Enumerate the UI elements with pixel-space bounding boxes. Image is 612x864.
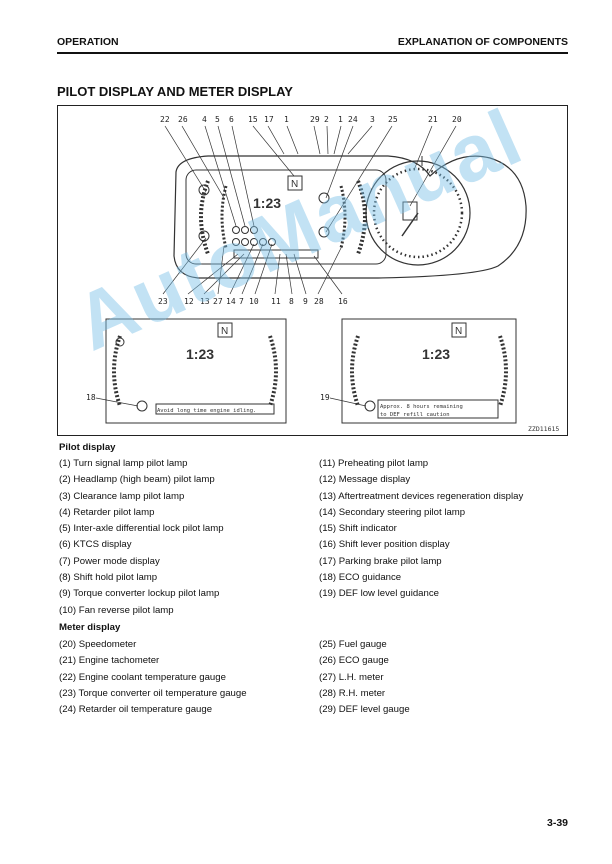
list-item: (10) Fan reverse pilot lamp bbox=[59, 604, 174, 616]
header-left: OPERATION bbox=[57, 36, 119, 48]
callout-28: 28 bbox=[314, 297, 324, 306]
callout-11: 11 bbox=[271, 297, 281, 306]
callout-22: 22 bbox=[160, 115, 170, 124]
header-rule bbox=[57, 52, 568, 54]
list-item: (5) Inter-axle differential lock pilot l… bbox=[59, 523, 224, 535]
list-item: (1) Turn signal lamp pilot lamp bbox=[59, 458, 188, 469]
list-item: (21) Engine tachometer bbox=[59, 655, 160, 667]
callout-21: 21 bbox=[428, 115, 438, 124]
dashboard-illustration: N 1:23 22 26 4 5 6 15 17 1 29 2 1 24 3 2… bbox=[86, 115, 559, 433]
callout-18: 18 bbox=[86, 393, 96, 402]
meter-display-list-right: (25) Fuel gauge (26) ECO gauge (27) L.H.… bbox=[319, 637, 410, 718]
callout-5: 5 bbox=[215, 115, 220, 124]
list-item: (28) R.H. meter bbox=[319, 687, 386, 699]
list-item: (4) Retarder pilot lamp bbox=[59, 506, 155, 518]
header-right: EXPLANATION OF COMPONENTS bbox=[397, 36, 568, 48]
list-item: (23) Torque converter oil temperature ga… bbox=[59, 687, 247, 699]
callout-27: 27 bbox=[213, 297, 223, 306]
pilot-display-list-right: (11) Preheating pilot lamp (12) Message … bbox=[319, 456, 523, 603]
callout-29: 29 bbox=[310, 115, 320, 124]
list-item: (13) Aftertreatment devices regeneration… bbox=[319, 490, 524, 502]
callout-13: 13 bbox=[200, 297, 210, 306]
dashboard-figure: N 1:23 22 26 4 5 6 15 17 1 29 2 1 24 3 2… bbox=[57, 105, 568, 436]
callout-1b: 1 bbox=[338, 115, 343, 124]
def-message-line2: to DEF refill caution bbox=[380, 412, 450, 418]
list-item: (17) Parking brake pilot lamp bbox=[319, 555, 442, 567]
callout-9: 9 bbox=[303, 297, 308, 306]
list-item: (9) Torque converter lockup pilot lamp bbox=[59, 588, 220, 600]
list-item: (22) Engine coolant temperature gauge bbox=[59, 671, 226, 683]
callout-26: 26 bbox=[178, 115, 188, 124]
list-item: (18) ECO guidance bbox=[319, 572, 402, 584]
pilot-display-list-left: (1) Turn signal lamp pilot lamp (2) Head… bbox=[59, 456, 224, 619]
inset-right-clock: 1:23 bbox=[422, 346, 450, 362]
inset-right-gear: N bbox=[455, 326, 462, 337]
inset-left-gear: N bbox=[221, 326, 228, 337]
pilot-display-heading: Pilot display bbox=[59, 442, 116, 453]
inset-left-clock: 1:23 bbox=[186, 346, 214, 362]
callout-17: 17 bbox=[264, 115, 274, 124]
list-item: (14) Secondary steering pilot lamp bbox=[319, 506, 466, 518]
list-item: (2) Headlamp (high beam) pilot lamp bbox=[59, 474, 215, 486]
list-item: (6) KTCS display bbox=[59, 539, 132, 551]
list-item: (19) DEF low level guidance bbox=[319, 588, 439, 600]
callout-16: 16 bbox=[338, 297, 348, 306]
list-item: (25) Fuel gauge bbox=[319, 639, 387, 650]
page-title: PILOT DISPLAY AND METER DISPLAY bbox=[57, 84, 293, 99]
list-item: (27) L.H. meter bbox=[319, 671, 384, 683]
callout-2: 2 bbox=[324, 115, 329, 124]
callout-12: 12 bbox=[184, 297, 194, 306]
callout-23: 23 bbox=[158, 297, 168, 306]
callout-6: 6 bbox=[229, 115, 234, 124]
page-number: 3-39 bbox=[546, 817, 568, 829]
callout-20: 20 bbox=[452, 115, 462, 124]
callout-10: 10 bbox=[249, 297, 259, 306]
main-gear-text: N bbox=[291, 179, 298, 190]
main-clock-text: 1:23 bbox=[253, 195, 281, 211]
list-item: (24) Retarder oil temperature gauge bbox=[59, 704, 213, 716]
list-item: (8) Shift hold pilot lamp bbox=[59, 572, 158, 584]
page-header: OPERATION EXPLANATION OF COMPONENTS bbox=[57, 36, 568, 52]
list-item: (7) Power mode display bbox=[59, 555, 160, 567]
def-message-line1: Approx. 8 hours remaining bbox=[380, 404, 463, 410]
callout-25: 25 bbox=[388, 115, 398, 124]
meter-display-list-left: (20) Speedometer (21) Engine tachometer … bbox=[59, 637, 247, 718]
list-item: (29) DEF level gauge bbox=[319, 704, 410, 716]
list-item: (16) Shift lever position display bbox=[319, 539, 450, 551]
list-item: (15) Shift indicator bbox=[319, 523, 397, 535]
callout-14: 14 bbox=[226, 297, 236, 306]
list-item: (11) Preheating pilot lamp bbox=[319, 458, 429, 469]
callout-1a: 1 bbox=[284, 115, 289, 124]
callout-3: 3 bbox=[370, 115, 375, 124]
callout-24: 24 bbox=[348, 115, 358, 124]
eco-guidance-inset: N 1:23 Avoid long time engine idling. 18 bbox=[86, 318, 287, 424]
meter-display-heading: Meter display bbox=[59, 622, 121, 633]
figure-code: ZZD11615 bbox=[528, 425, 559, 433]
list-item: (20) Speedometer bbox=[59, 639, 137, 650]
callout-19: 19 bbox=[320, 393, 330, 402]
list-item: (3) Clearance lamp pilot lamp bbox=[59, 490, 185, 502]
callout-7: 7 bbox=[239, 297, 244, 306]
callout-15: 15 bbox=[248, 115, 258, 124]
callout-8: 8 bbox=[289, 297, 294, 306]
list-item: (12) Message display bbox=[319, 474, 411, 486]
callout-4: 4 bbox=[202, 115, 207, 124]
eco-message-text: Avoid long time engine idling. bbox=[157, 408, 256, 414]
def-guidance-inset: N 1:23 Approx. 8 hours remaining to DEF … bbox=[320, 318, 517, 424]
list-item: (26) ECO gauge bbox=[319, 655, 389, 667]
